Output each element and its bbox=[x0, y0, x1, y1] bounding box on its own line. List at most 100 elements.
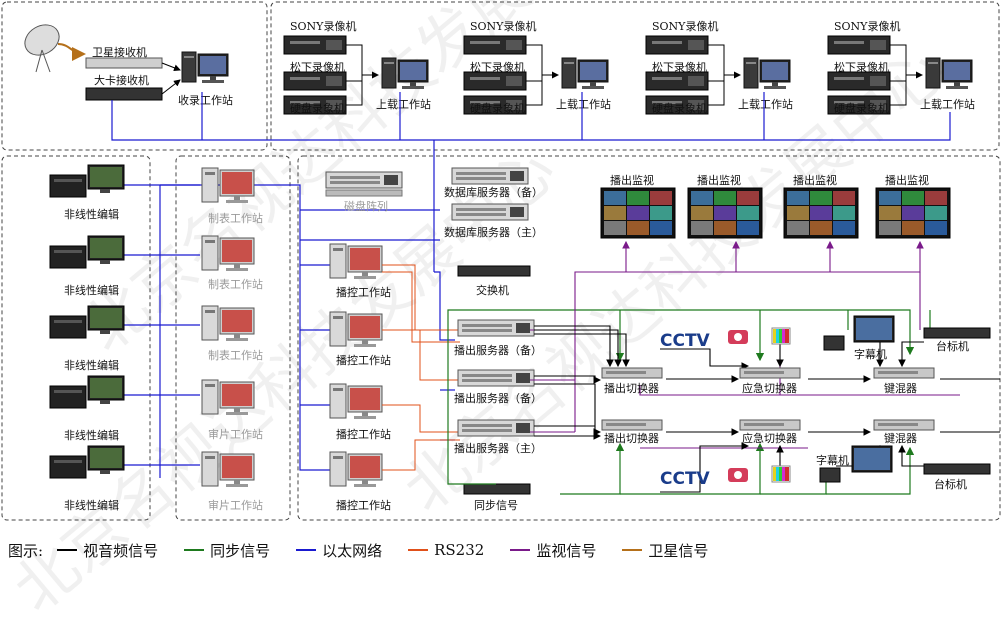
ethernet-lines bbox=[111, 92, 951, 478]
area-playout bbox=[297, 155, 1001, 521]
disk-array: 磁盘阵列 bbox=[325, 171, 403, 213]
legend-item-ethernet: 以太网络 bbox=[296, 540, 382, 561]
ingest-station: 收录工作站 bbox=[178, 51, 233, 107]
sync-signal-label: 同步信号 bbox=[474, 499, 518, 512]
area-satellite bbox=[1, 1, 268, 151]
big-card-receiver-label: 大卡接收机 bbox=[94, 73, 149, 87]
upload-station-label: 上载工作站 bbox=[738, 97, 793, 111]
legend-swatch bbox=[296, 549, 317, 551]
playout-switcher-label: 播出切换器 bbox=[604, 431, 659, 445]
legend: 图示: 视音频信号 同步信号 以太网络 RS232 监视信号 卫星信号 bbox=[8, 538, 998, 562]
legend-item-rs232: RS232 bbox=[408, 541, 484, 559]
cctv-logo-top: CCTV bbox=[660, 331, 711, 351]
playout-servers: 播出服务器（备） 播出服务器（备） 播出服务器（主） bbox=[454, 319, 542, 455]
playout-control-stations: 播控工作站 播控工作站 播控工作站 播控工作站 bbox=[329, 243, 391, 512]
upload-group-3: SONY录像机 松下录像机 硬盘录象机 上载工作站 bbox=[645, 19, 793, 115]
caption-machine-label: 字幕机 bbox=[854, 347, 887, 361]
hdd-recorder-label: 硬盘录象机 bbox=[290, 101, 345, 115]
ingest-station-label: 收录工作站 bbox=[178, 93, 233, 107]
nle-stations: 非线性编辑 非线性编辑 非线性编辑 非线性编辑 非线性编辑 bbox=[49, 164, 125, 512]
satellite-dish-icon bbox=[24, 24, 60, 73]
panasonic-recorder-label: 松下录像机 bbox=[652, 60, 707, 74]
camera-logo-icon bbox=[728, 330, 748, 482]
db-server-main: 数据库服务器（主） bbox=[444, 203, 543, 239]
playout-control-label: 播控工作站 bbox=[336, 427, 391, 441]
db-server-main-label: 数据库服务器（主） bbox=[444, 225, 543, 239]
upload-group-4: SONY录像机 松下录像机 硬盘录象机 上载工作站 bbox=[827, 19, 975, 115]
playout-switcher-label: 播出切换器 bbox=[604, 381, 659, 395]
nle-station: 非线性编辑 bbox=[49, 375, 125, 442]
sony-recorder-label: SONY录像机 bbox=[834, 19, 900, 33]
playout-control-label: 播控工作站 bbox=[336, 353, 391, 367]
panasonic-recorder-label: 松下录像机 bbox=[290, 60, 345, 74]
upload-group-2: SONY录像机 松下录像机 硬盘录象机 上载工作站 bbox=[463, 19, 611, 115]
legend-swatch bbox=[622, 549, 643, 551]
nle-station: 非线性编辑 bbox=[49, 235, 125, 297]
playout-server-backup-label: 播出服务器（备） bbox=[454, 343, 542, 357]
monitor-label: 播出监视 bbox=[793, 173, 837, 187]
legend-swatch bbox=[57, 549, 78, 551]
legend-item-sync: 同步信号 bbox=[184, 540, 270, 561]
keyer-label: 键混器 bbox=[884, 431, 917, 445]
emergency-switcher-label: 应急切换器 bbox=[742, 381, 797, 395]
legend-item-satellite: 卫星信号 bbox=[622, 540, 708, 561]
nle-label: 非线性编辑 bbox=[64, 428, 119, 442]
legend-item-monitor: 监视信号 bbox=[510, 540, 596, 561]
caption-machine-top: 字幕机 bbox=[823, 315, 895, 361]
review-station-label: 审片工作站 bbox=[208, 427, 263, 441]
upload-station-label: 上载工作站 bbox=[920, 97, 975, 111]
legend-title: 图示: bbox=[8, 541, 44, 560]
legend-label: 监视信号 bbox=[536, 541, 597, 560]
table-station-label: 制表工作站 bbox=[208, 211, 263, 225]
logo-machine-top: 台标机 bbox=[923, 327, 991, 353]
legend-label: 视音频信号 bbox=[83, 541, 159, 560]
panasonic-recorder-label: 松下录像机 bbox=[470, 60, 525, 74]
cctv-logo-bottom: CCTV bbox=[660, 469, 711, 489]
nle-station: 非线性编辑 bbox=[49, 305, 125, 372]
hdd-recorder-label: 硬盘录象机 bbox=[834, 101, 889, 115]
network-switch: 交换机 bbox=[457, 265, 531, 297]
satellite-receiver-label: 卫星接收机 bbox=[92, 45, 147, 59]
monitor-lines bbox=[530, 240, 960, 449]
monitor-label: 播出监视 bbox=[610, 173, 654, 187]
sony-recorder-label: SONY录像机 bbox=[470, 19, 536, 33]
nle-station: 非线性编辑 bbox=[49, 445, 125, 512]
color-bars-icon bbox=[771, 327, 791, 483]
caption-machine-label: 字幕机 bbox=[816, 453, 849, 467]
db-server-backup-label: 数据库服务器（备） bbox=[444, 185, 543, 199]
legend-label: 以太网络 bbox=[322, 541, 383, 560]
playout-monitors: 播出监视 播出监视 播出监视 播出监视 bbox=[600, 173, 951, 239]
cctv-text: CCTV bbox=[660, 331, 711, 351]
area-nle bbox=[1, 155, 151, 521]
review-station-label: 审片工作站 bbox=[208, 498, 263, 512]
disk-array-label: 磁盘阵列 bbox=[344, 199, 388, 213]
playout-control-label: 播控工作站 bbox=[336, 498, 391, 512]
legend-label: 同步信号 bbox=[210, 541, 271, 560]
system-diagram: 卫星接收机 大卡接收机 收录工作站 SONY录像机 松下录像机 硬盘录象机 上载… bbox=[1, 1, 1001, 521]
legend-swatch bbox=[510, 549, 531, 551]
legend-label: 卫星信号 bbox=[648, 541, 709, 560]
rs232-lines bbox=[382, 264, 460, 471]
legend-swatch bbox=[184, 549, 205, 551]
table-station-label: 制表工作站 bbox=[208, 348, 263, 362]
hdd-recorder-label: 硬盘录象机 bbox=[652, 101, 707, 115]
playout-server-backup-label: 播出服务器（备） bbox=[454, 391, 542, 405]
legend-label: RS232 bbox=[434, 541, 485, 559]
logo-machine-bottom: 台标机 bbox=[923, 463, 991, 491]
area-boxes bbox=[1, 1, 1001, 521]
switch-label: 交换机 bbox=[476, 283, 509, 297]
satellite-receiver: 卫星接收机 bbox=[85, 45, 163, 69]
monitor-label: 播出监视 bbox=[697, 173, 741, 187]
nle-label: 非线性编辑 bbox=[64, 358, 119, 372]
sony-recorder-label: SONY录像机 bbox=[290, 19, 356, 33]
hdd-recorder-label: 硬盘录象机 bbox=[470, 101, 525, 115]
legend-item-av: 视音频信号 bbox=[57, 540, 158, 561]
table-review-stations: 制表工作站 制表工作站 制表工作站 审片工作站 审片工作站 bbox=[201, 167, 263, 512]
caption-machine-bottom: 字幕机 bbox=[816, 445, 893, 483]
nle-label: 非线性编辑 bbox=[64, 207, 119, 221]
emergency-switcher-label: 应急切换器 bbox=[742, 431, 797, 445]
sync-lines bbox=[447, 309, 931, 495]
legend-swatch bbox=[408, 549, 429, 551]
logo-machine-label: 台标机 bbox=[934, 477, 967, 491]
playout-server-main-label: 播出服务器（主） bbox=[454, 441, 542, 455]
